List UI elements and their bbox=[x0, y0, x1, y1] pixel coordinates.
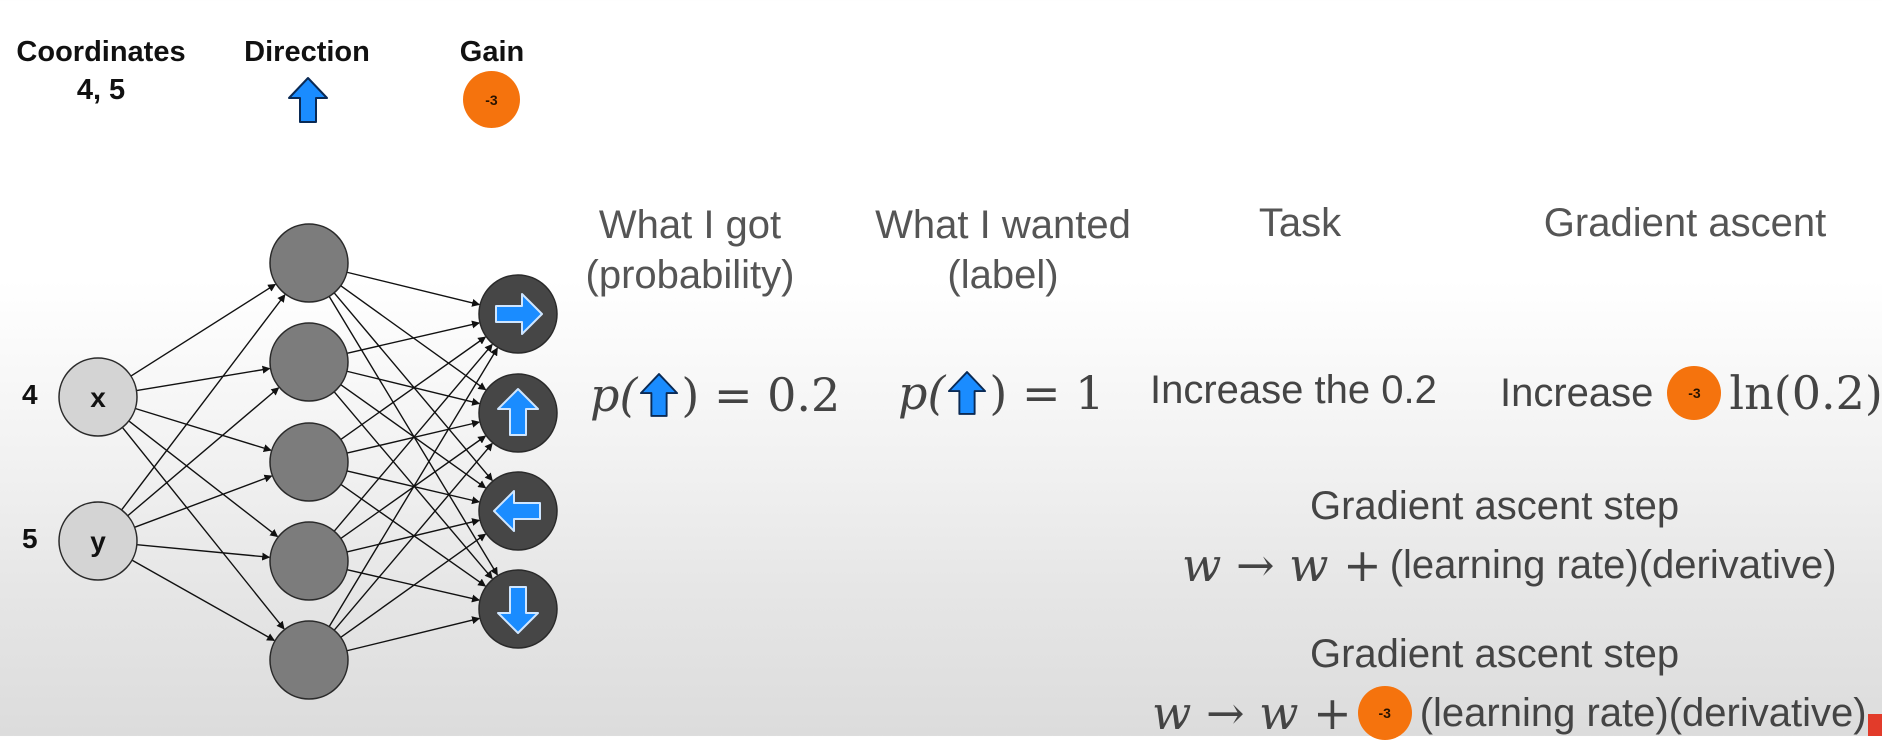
right-arrow-icon bbox=[495, 293, 543, 335]
up-arrow-icon bbox=[948, 371, 987, 415]
input-value-x: 4 bbox=[22, 379, 38, 410]
step1-formula: w → w + (learning rate)(derivative) bbox=[1182, 538, 1837, 592]
gradient-expr: ln(0.2) bbox=[1729, 366, 1882, 420]
hidden-node bbox=[269, 422, 349, 502]
gain-badge: -3 bbox=[463, 71, 520, 128]
column-got-line1: What I got bbox=[598, 203, 782, 247]
edge-hidden-output bbox=[333, 391, 493, 580]
wanted-expr-prefix: p( bbox=[898, 366, 946, 420]
direction-label: Direction bbox=[244, 36, 370, 68]
edge-input-hidden bbox=[121, 426, 285, 630]
left-arrow-icon bbox=[493, 490, 541, 532]
got-expression: p( ) = 0.2 bbox=[590, 368, 840, 422]
edge-input-hidden bbox=[128, 420, 279, 538]
edge-hidden-output bbox=[346, 370, 481, 406]
edge-hidden-output bbox=[346, 271, 481, 307]
edge-hidden-output bbox=[333, 343, 493, 532]
edge-input-hidden bbox=[121, 294, 286, 511]
edge-input-hidden bbox=[131, 559, 276, 641]
step2-math: w → w + bbox=[1152, 686, 1352, 740]
step1-title: Gradient ascent step bbox=[1310, 484, 1680, 528]
edge-input-hidden bbox=[136, 543, 271, 561]
up-arrow-icon bbox=[640, 373, 679, 417]
column-got: What I got (probability) bbox=[570, 200, 810, 300]
edge-hidden-output bbox=[346, 616, 481, 652]
hidden-node bbox=[269, 322, 349, 402]
hidden-node bbox=[269, 223, 349, 303]
edge-hidden-output bbox=[340, 384, 487, 489]
gradient-expression: Increase -3 ln(0.2) bbox=[1500, 366, 1882, 420]
wanted-expr-suffix: ) = 1 bbox=[989, 366, 1105, 420]
edge-hidden-output bbox=[346, 320, 480, 354]
edge-hidden-output bbox=[346, 470, 481, 505]
edge-hidden-output bbox=[340, 483, 487, 587]
column-wanted-line1: What I wanted bbox=[875, 203, 1131, 247]
neural-network-diagram: xy bbox=[58, 223, 558, 700]
input-node bbox=[58, 357, 138, 437]
step2-text: (learning rate)(derivative) bbox=[1419, 690, 1867, 735]
edge-hidden-output bbox=[333, 292, 493, 482]
up-arrow-icon bbox=[288, 77, 328, 123]
gradient-text: Increase bbox=[1500, 370, 1654, 415]
edge-input-hidden bbox=[134, 474, 273, 528]
step2-badge: -3 bbox=[1357, 686, 1412, 740]
coordinates-value: 4, 5 bbox=[76, 74, 126, 106]
step2-formula: w → w + -3 (learning rate)(derivative) bbox=[1152, 686, 1867, 740]
input-node-label: y bbox=[90, 526, 106, 557]
edge-input-hidden bbox=[136, 365, 271, 392]
got-expr-suffix: ) = 0.2 bbox=[681, 368, 841, 422]
edge-input-hidden bbox=[135, 407, 272, 452]
wanted-expression: p( ) = 1 bbox=[898, 366, 1104, 420]
column-got-line2: (probability) bbox=[585, 253, 795, 297]
coordinates-label: Coordinates bbox=[16, 36, 186, 68]
hidden-node bbox=[269, 620, 349, 700]
column-wanted-line2: (label) bbox=[947, 253, 1059, 297]
gain-label: Gain bbox=[459, 36, 525, 68]
column-task: Task bbox=[1258, 201, 1342, 245]
up-arrow-icon bbox=[497, 388, 539, 436]
got-expr-prefix: p( bbox=[590, 368, 638, 422]
corner-marker bbox=[1868, 714, 1882, 736]
input-value-y: 5 bbox=[22, 523, 38, 554]
hidden-node bbox=[269, 521, 349, 601]
edge-hidden-output bbox=[346, 569, 480, 603]
input-node bbox=[58, 501, 138, 581]
edge-hidden-output bbox=[333, 442, 493, 631]
input-node-label: x bbox=[90, 382, 106, 413]
column-gradient: Gradient ascent bbox=[1543, 201, 1827, 245]
step2-title: Gradient ascent step bbox=[1310, 632, 1680, 676]
column-wanted: What I wanted (label) bbox=[858, 200, 1148, 300]
task-text: Increase the 0.2 bbox=[1150, 368, 1437, 412]
gradient-badge: -3 bbox=[1667, 366, 1722, 420]
step1-text: (learning rate)(derivative) bbox=[1389, 542, 1837, 587]
edge-input-hidden bbox=[127, 387, 280, 517]
down-arrow-icon bbox=[497, 586, 539, 634]
edge-input-hidden bbox=[130, 283, 277, 377]
edge-hidden-output bbox=[328, 347, 498, 627]
step1-math: w → w + bbox=[1182, 538, 1382, 592]
edge-hidden-output bbox=[340, 336, 487, 441]
edge-hidden-output bbox=[340, 533, 487, 638]
